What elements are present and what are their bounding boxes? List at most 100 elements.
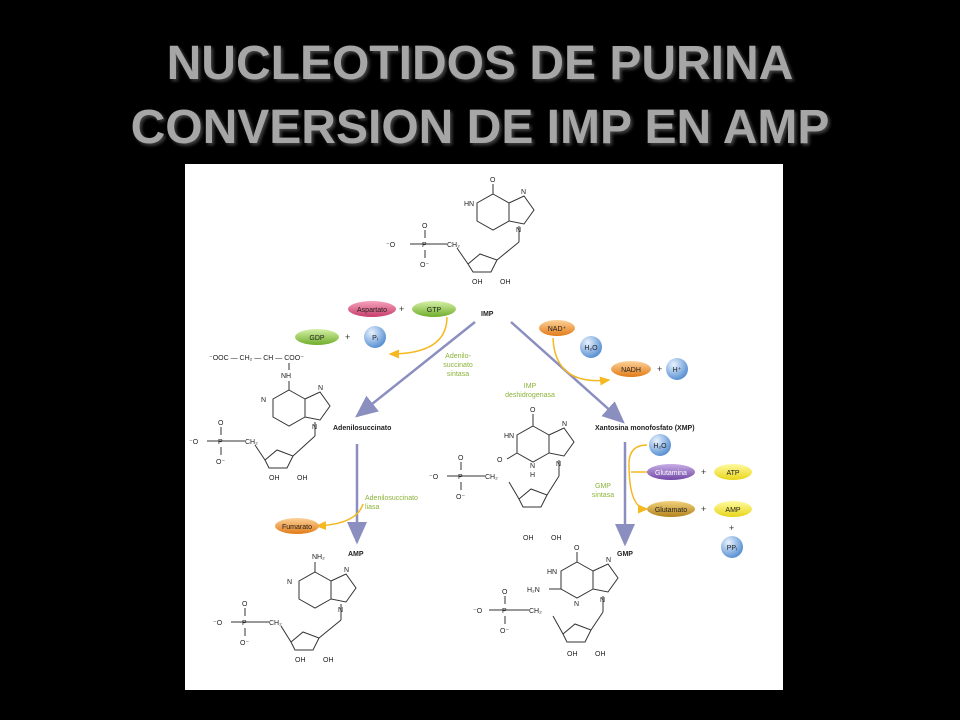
- xmp-phosphate-o-minus: O⁻: [456, 494, 465, 501]
- adenilosuccinato-oh-1: OH: [269, 475, 280, 482]
- fumarato-pill: [275, 518, 319, 534]
- gtp-pill: [412, 301, 456, 317]
- atp-label: ATP: [726, 470, 739, 477]
- adenilosuccinato-o-minus-left: ⁻O: [189, 439, 199, 446]
- imp-o-minus-left: ⁻O: [386, 242, 396, 249]
- gmp-structure: [489, 552, 619, 643]
- amp-n7: N: [344, 567, 349, 574]
- amp-phosphate-o: O: [242, 601, 248, 608]
- atp-pill: [714, 464, 752, 480]
- adenilosuccinato-n9: N: [312, 424, 317, 431]
- enzyme-adenilosuccinato-liasa-2: liasa: [365, 504, 380, 511]
- plus-4: +: [701, 467, 706, 477]
- amp-pill: [714, 501, 752, 517]
- xmp-structure: [447, 414, 575, 508]
- amp-phosphate-o-minus: O⁻: [240, 640, 249, 647]
- plus-1: +: [399, 304, 404, 314]
- amp-n1: N: [287, 579, 292, 586]
- plus-3: +: [657, 364, 662, 374]
- glutamato-pill: [647, 501, 695, 517]
- gmp-n3: N: [574, 601, 579, 608]
- imp-oh-1: OH: [472, 279, 483, 286]
- gtp-label: GTP: [427, 307, 442, 314]
- amp-n9: N: [338, 607, 343, 614]
- amp-cofactor-label: AMP: [725, 507, 741, 514]
- plus-6: +: [729, 523, 734, 533]
- adenilosuccinato-phosphate-p: P: [218, 439, 223, 446]
- xmp-n9: N: [556, 461, 561, 468]
- h2o-label-1: H₂O: [584, 345, 598, 352]
- amp-nh2-label: NH₂: [312, 554, 325, 561]
- imp-n7-label: N: [521, 189, 526, 196]
- imp-phosphate-p: P: [422, 242, 427, 249]
- fumarato-label: Fumarato: [282, 524, 312, 531]
- side-arrow-glutamina-to-glutamato: [628, 444, 649, 514]
- side-arrow-nad-to-nadh: [552, 337, 611, 386]
- pi-circle: [364, 326, 386, 348]
- ppi-label: PPᵢ: [727, 545, 737, 552]
- imp-n9-label: N: [516, 227, 521, 234]
- plus-5: +: [701, 504, 706, 514]
- enzyme-imp-deshidrogenasa-1: IMP: [524, 383, 537, 390]
- amp-oh-2: OH: [323, 657, 334, 664]
- gmp-n7: N: [606, 557, 611, 564]
- gmp-ch2: CH₂: [529, 608, 542, 615]
- imp-ch2: CH₂: [447, 242, 460, 249]
- h-plus-circle: [666, 358, 688, 380]
- amp-structure: [231, 562, 357, 651]
- xmp-phosphate-o: O: [458, 455, 464, 462]
- nadh-label: NADH: [621, 367, 641, 374]
- adenilosuccinato-n7: N: [318, 385, 323, 392]
- xmp-o-top: O: [530, 407, 536, 414]
- glutamina-label: Glutamina: [655, 470, 687, 477]
- amp-o-minus-left: ⁻O: [213, 620, 223, 627]
- gmp-phosphate-p: P: [502, 608, 507, 615]
- xmp-hn-label: HN: [504, 433, 514, 440]
- xmp-ch2: CH₂: [485, 474, 498, 481]
- glutamina-pill: [647, 464, 695, 480]
- aspartato-pill: [348, 301, 396, 317]
- side-arrow-to-fumarato: [315, 503, 364, 531]
- imp-phosphate-o-minus: O⁻: [420, 262, 429, 269]
- succinyl-group-label: ⁻OOC — CH₂ — CH — COO⁻: [209, 355, 304, 362]
- amp-oh-1: OH: [295, 657, 306, 664]
- imp-hn-label: HN: [464, 201, 474, 208]
- xmp-phosphate-p: P: [458, 474, 463, 481]
- xmp-oh-2: OH: [551, 535, 562, 542]
- adenilosuccinato-ch2: CH₂: [245, 439, 258, 446]
- xmp-oh-1: OH: [523, 535, 534, 542]
- imp-structure: [410, 184, 535, 273]
- xmp-h: H: [530, 472, 535, 479]
- xmp-n7: N: [562, 421, 567, 428]
- xmp-o-left: O: [497, 457, 503, 464]
- gmp-o-minus-left: ⁻O: [473, 608, 483, 615]
- ppi-circle: [721, 536, 743, 558]
- imp-phosphate-o: O: [422, 223, 428, 230]
- amp-label: AMP: [348, 551, 364, 558]
- gmp-phosphate-o: O: [502, 589, 508, 596]
- plus-2: +: [345, 332, 350, 342]
- adenilosuccinato-phosphate-o-minus: O⁻: [216, 459, 225, 466]
- adenilosuccinato-oh-2: OH: [297, 475, 308, 482]
- arrow-imp-to-adenilosuccinato: [355, 321, 476, 418]
- gmp-hn-label: HN: [547, 569, 557, 576]
- adenilosuccinato-label: Adenilosuccinato: [333, 425, 391, 432]
- adenilosuccinato-phosphate-o: O: [218, 420, 224, 427]
- slide-title-line-1: NUCLEOTIDOS DE PURINA: [166, 37, 794, 90]
- h2o-label-2: H₂O: [653, 443, 667, 450]
- h2o-circle-1: [580, 336, 602, 358]
- gmp-h2n-label: H₂N: [527, 587, 540, 594]
- slide-title-line-2: CONVERSION DE IMP EN AMP: [130, 101, 830, 154]
- xmp-label: Xantosina monofosfato (XMP): [595, 425, 695, 432]
- enzyme-adenilosuccinato-sintasa-2: succinato: [443, 362, 473, 369]
- glutamato-label: Glutamato: [655, 507, 687, 514]
- enzyme-imp-deshidrogenasa-2: deshidrogenasa: [505, 392, 555, 399]
- adenilosuccinato-structure: [207, 381, 331, 469]
- gmp-oh-2: OH: [595, 651, 606, 658]
- gmp-o-top: O: [574, 545, 580, 552]
- imp-o-label: O: [490, 177, 496, 184]
- amp-ch2: CH₂: [269, 620, 282, 627]
- aspartato-label: Aspartato: [357, 307, 387, 314]
- gmp-n9: N: [600, 597, 605, 604]
- gmp-oh-1: OH: [567, 651, 578, 658]
